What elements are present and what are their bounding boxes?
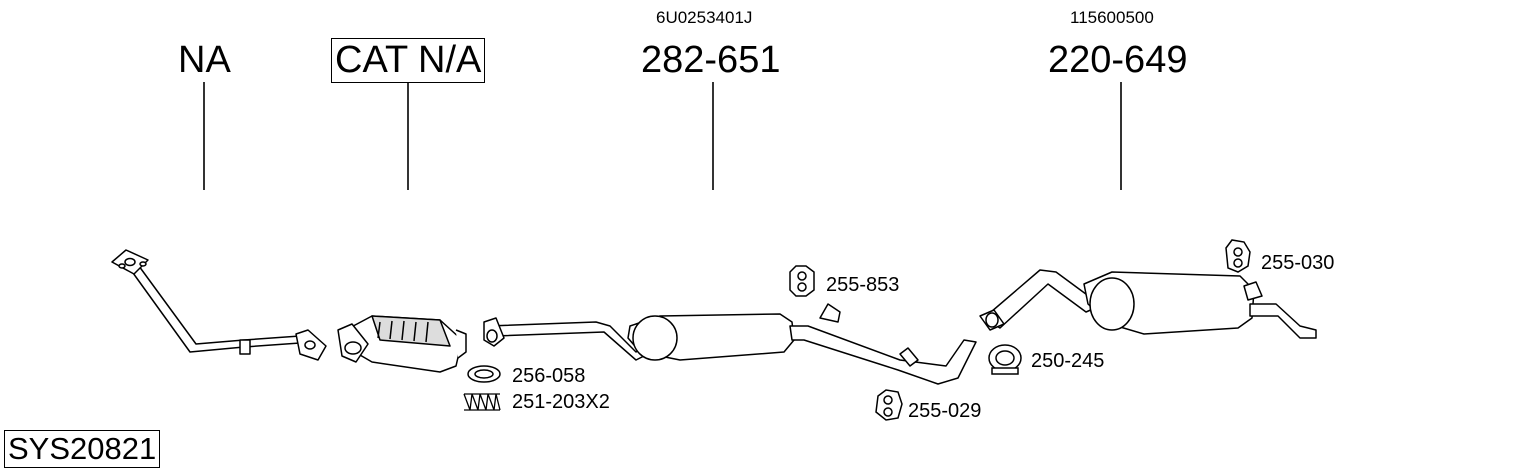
label-catalyst: CAT N/A <box>331 38 486 83</box>
front-pipe <box>111 249 327 361</box>
label-mount-255-030: 255-030 <box>1261 252 1335 274</box>
mount-255-030-icon <box>1225 239 1251 273</box>
label-front-pipe: NA <box>178 39 231 81</box>
label-mount-255-853: 255-853 <box>826 274 900 296</box>
label-rear-silencer: 220-649 <box>1048 39 1188 81</box>
catalyst <box>337 315 467 373</box>
label-gasket: 256-058 <box>512 365 586 387</box>
rear-silencer <box>979 269 1317 339</box>
springs <box>463 393 501 411</box>
centre-silencer <box>483 303 977 385</box>
gasket <box>467 365 501 383</box>
oem-rear-silencer: 115600500 <box>1070 8 1154 27</box>
label-centre-silencer: 282-651 <box>641 39 781 81</box>
oem-centre-silencer: 6U0253401J <box>656 8 753 27</box>
label-mount-255-029: 255-029 <box>908 400 982 422</box>
system-code: SYS20821 <box>4 430 161 468</box>
clamp-icon <box>988 344 1022 375</box>
mount-255-853-icon <box>789 265 815 297</box>
mount-255-029-icon <box>875 389 903 421</box>
label-springs: 251-203X2 <box>512 391 610 413</box>
label-clamp: 250-245 <box>1031 350 1105 372</box>
